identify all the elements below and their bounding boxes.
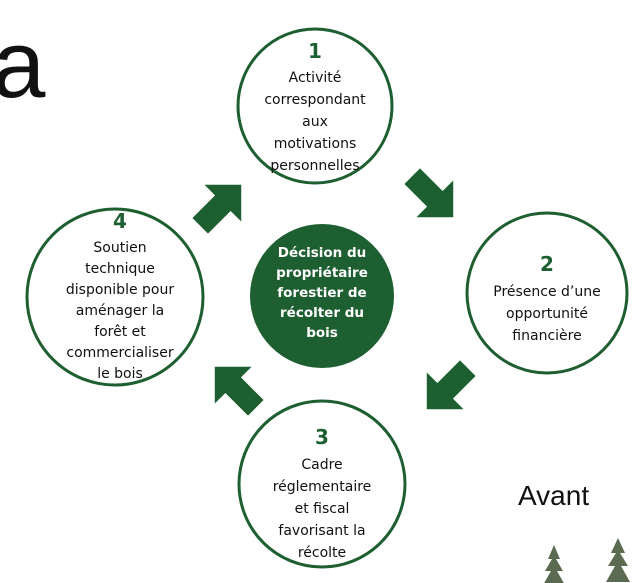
step-line: Activité: [289, 70, 342, 86]
tree-icon: [544, 545, 564, 583]
arrow-icon-top-left: [192, 184, 242, 234]
step-line: technique: [85, 261, 155, 277]
step-line: personnelles: [270, 158, 359, 174]
center-decision-circle: Décision du propriétaire forestier de ré…: [250, 224, 394, 368]
step-circle-3: 3 Cadre réglementaire et fiscal favorisa…: [237, 399, 407, 569]
arrow-icon-bottom-right: [426, 360, 476, 410]
center-line: Décision du: [278, 245, 367, 261]
center-line: forestier de: [277, 285, 366, 301]
step-line: disponible pour: [66, 282, 174, 298]
avant-label: Avant: [518, 480, 589, 511]
step-number: 2: [540, 252, 554, 276]
step-circle-1: 1 Activité correspondant aux motivations…: [236, 27, 394, 185]
step-line: aux: [302, 114, 328, 130]
arrow-icon-top-right: [404, 168, 454, 218]
step-line: commercialiser: [66, 345, 173, 361]
step-circle-4: 4 Soutien technique disponible pour amén…: [25, 207, 205, 387]
step-line: Présence d’une: [493, 284, 601, 300]
step-line: et fiscal: [295, 501, 350, 517]
center-line: bois: [306, 325, 338, 341]
center-line: récolter du: [280, 305, 364, 321]
step-number: 4: [113, 209, 127, 233]
title-fragment: a: [0, 11, 46, 118]
step-line: le bois: [97, 366, 143, 382]
step-number: 1: [308, 39, 322, 63]
step-line: financière: [512, 328, 581, 344]
step-line: aménager la: [76, 303, 164, 319]
step-line: favorisant la: [278, 523, 365, 539]
step-number: 3: [315, 425, 329, 449]
step-line: récolte: [298, 545, 346, 561]
step-line: Cadre: [301, 457, 342, 473]
step-line: motivations: [274, 136, 357, 152]
arrow-icon-bottom-left: [214, 366, 264, 416]
step-line: réglementaire: [273, 479, 372, 495]
step-line: opportunité: [506, 306, 588, 322]
center-line: propriétaire: [276, 265, 368, 281]
step-line: correspondant: [264, 92, 366, 108]
step-line: Soutien: [93, 240, 146, 256]
step-line: forêt et: [94, 324, 146, 340]
step-circle-2: 2 Présence d’une opportunité financière: [465, 211, 629, 375]
tree-icon: [606, 538, 630, 582]
